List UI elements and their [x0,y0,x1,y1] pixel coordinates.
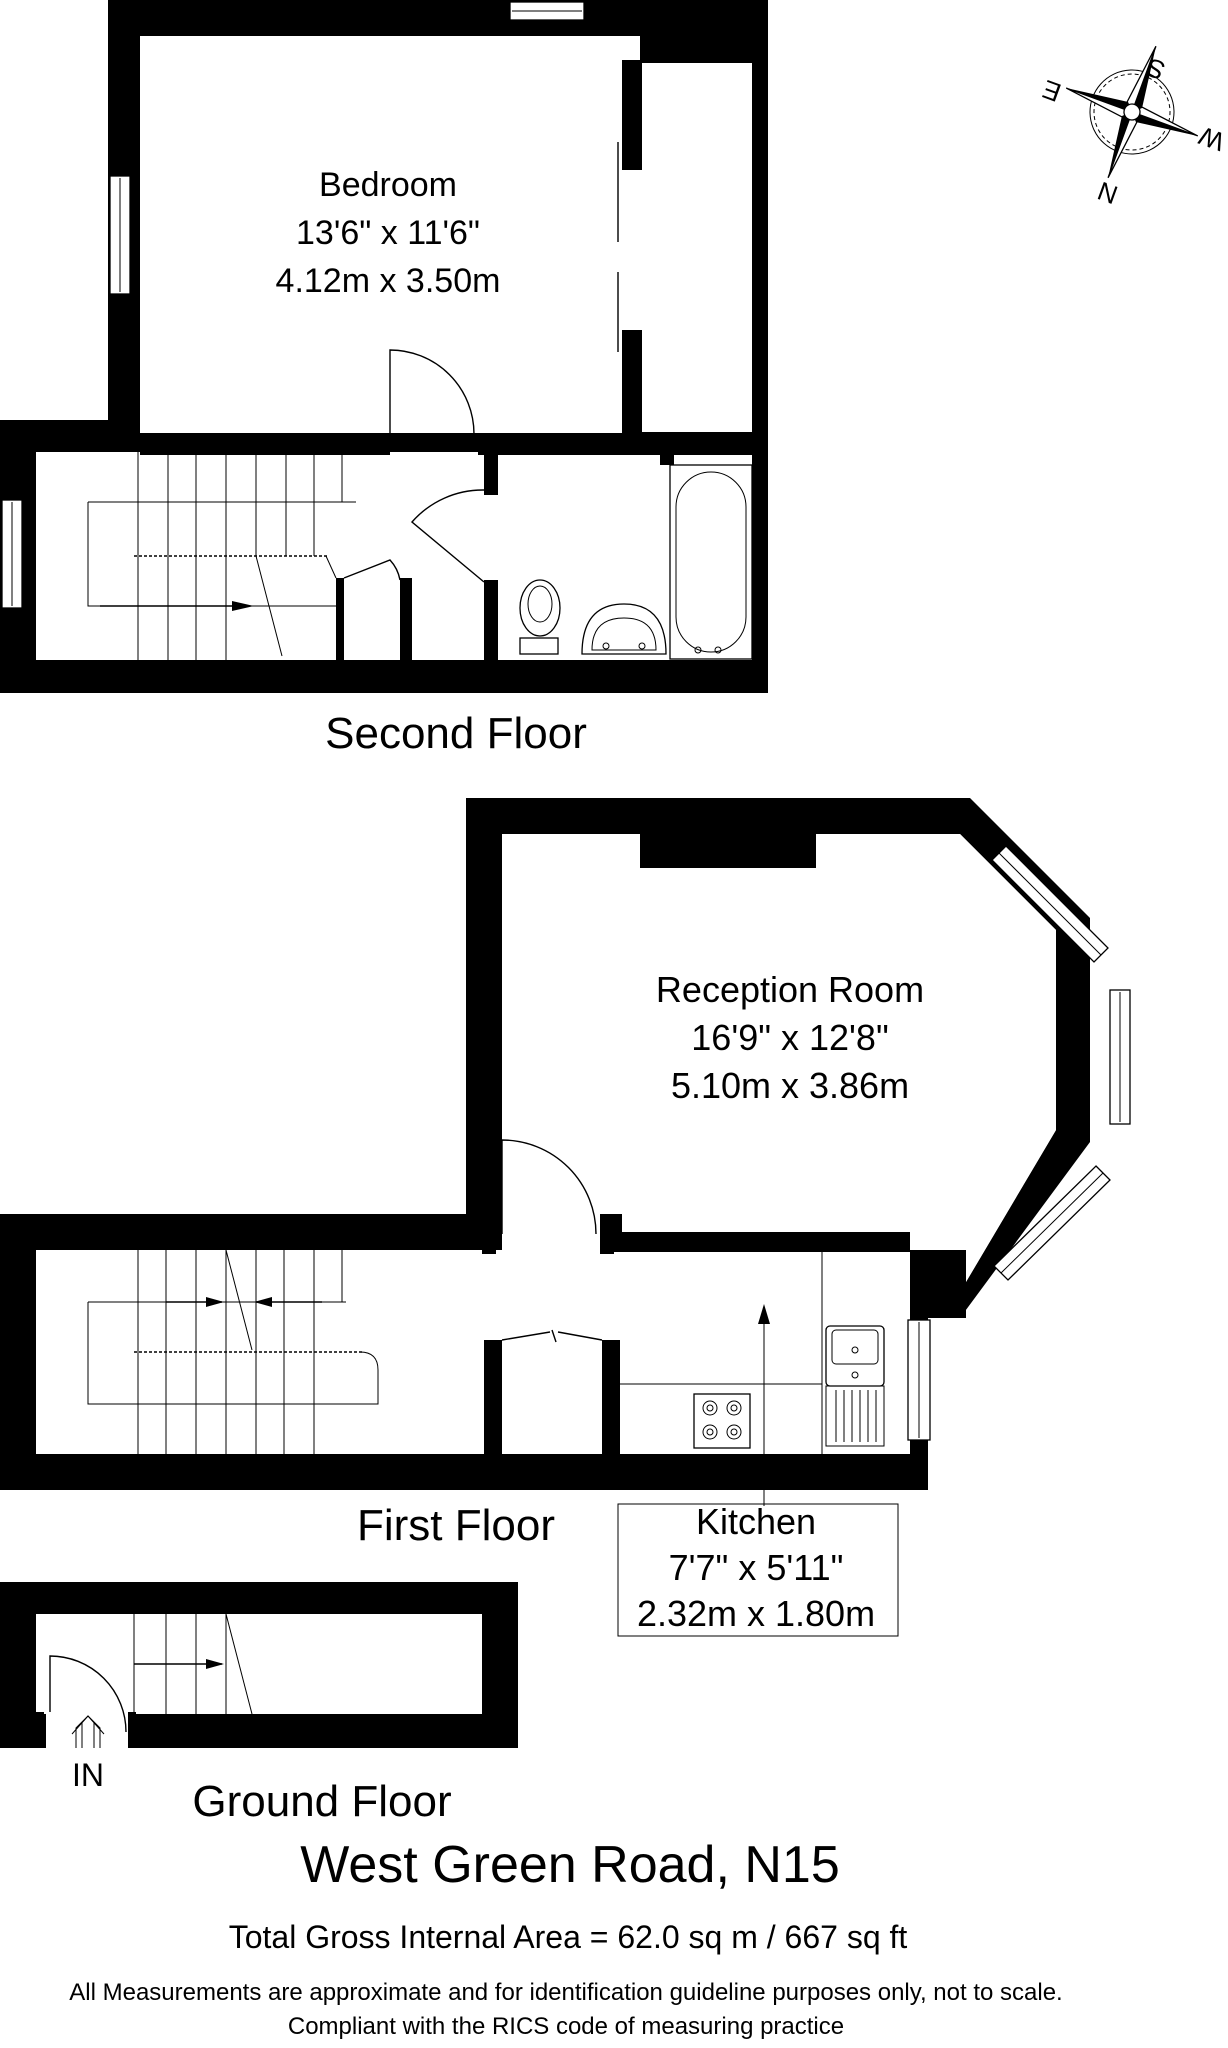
bay-window-upper [991,845,1109,963]
kitchen-imperial: 7'7" x 5'11" [669,1547,844,1588]
toilet [519,579,561,655]
reception-imperial: 16'9" x 12'8" [691,1017,888,1058]
kitchen-name: Kitchen [696,1501,816,1542]
bathroom-door [411,489,485,583]
bathroom-wall-lower [484,580,498,660]
ground-floor-stairs [133,1613,253,1715]
hob [693,1393,751,1449]
compass-east-label: E [1038,74,1065,108]
bedroom-metric: 4.12m x 3.50m [276,262,501,300]
reception-metric: 5.10m x 3.86m [671,1065,909,1106]
hall-divider-right [602,1340,620,1454]
compass-west-label: W [1195,120,1228,157]
kitchen-end-wall [910,1250,928,1292]
reception-door [501,1139,597,1235]
compass-north-label: N [1094,176,1122,211]
bathtub-divider [660,455,674,465]
bay-wall-right [1056,930,1090,1142]
first-floor-plan [0,798,1131,1637]
entrance-label: IN [72,1757,104,1793]
door-stub-left [482,1240,496,1254]
ground-floor-plan [0,1582,518,1750]
bedroom-name: Bedroom [319,166,457,204]
address-title: West Green Road, N15 [300,1836,840,1894]
cupboard-wall-right [400,578,412,660]
wardrobe-partition [622,60,642,170]
kitchen-sink [825,1325,885,1447]
entrance-opening [46,1712,128,1750]
kitchen-label-box [617,1503,899,1637]
hall-top-wall [0,1214,502,1250]
hall-divider-left [484,1340,502,1454]
kitchen-metric: 2.32m x 1.80m [637,1593,875,1634]
reception-left-wall [466,798,502,1250]
bay-window-lower [993,1165,1111,1281]
second-floor-plan [0,0,768,693]
reception-name: Reception Room [656,969,924,1010]
bedroom-door [389,349,475,435]
entrance-door [49,1655,127,1733]
compass-rose-icon [1065,45,1199,179]
bathroom-wall [484,455,498,495]
bedroom-imperial: 13'6" x 11'6" [296,214,480,252]
cupboard-wall-left [336,578,344,660]
first-floor-stairs [87,1249,379,1454]
disclaimer-line-1: All Measurements are approximate and for… [69,1979,1062,2006]
chimney-breast [640,834,816,868]
bathtub [669,464,753,660]
bay-window-side [1109,989,1131,1125]
wash-basin [581,603,667,655]
cupboard-door [343,559,401,581]
kitchen-right-wall [910,1440,928,1490]
total-area: Total Gross Internal Area = 62.0 sq m / … [229,1919,908,1955]
entrance-arrow-icon [71,1715,105,1748]
door-stub-right [600,1240,614,1254]
cupboard-double-door [501,1329,603,1343]
first-floor-title: First Floor [357,1501,555,1550]
second-floor-title: Second Floor [325,709,587,758]
kitchen-window [907,1319,931,1441]
reception-bottom-wall [600,1232,910,1252]
wardrobe-partition-lower [622,330,642,434]
bedroom-bottom-wall-right [478,433,752,455]
disclaimer-line-2: Compliant with the RICS code of measurin… [288,2013,844,2040]
second-floor-stairs [87,452,356,660]
ground-floor-title: Ground Floor [192,1777,451,1826]
bedroom-bottom-wall-left [140,433,390,455]
